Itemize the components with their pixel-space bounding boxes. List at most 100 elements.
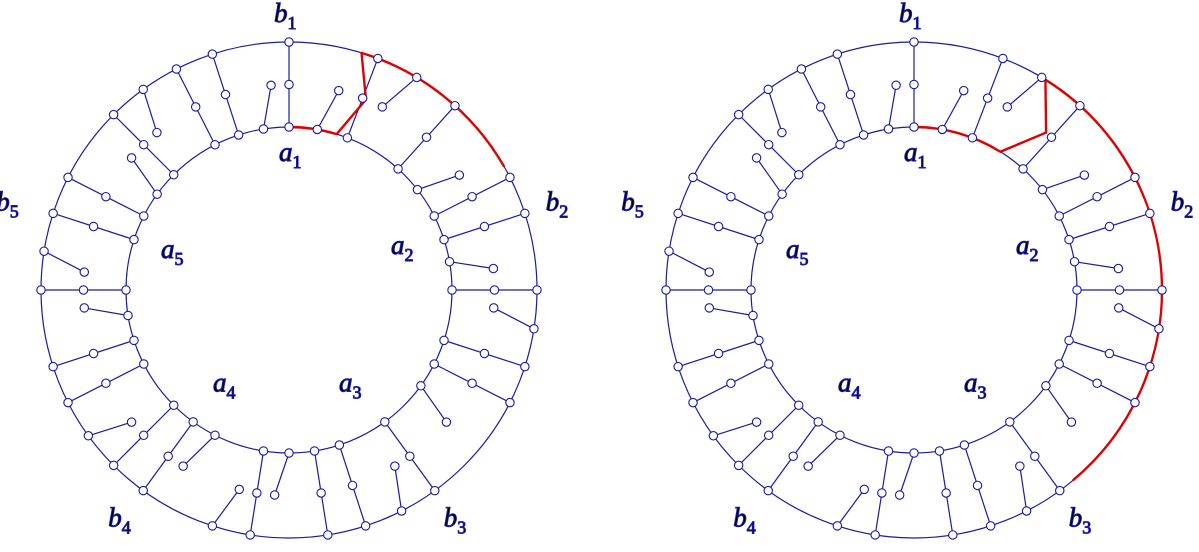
graph-vertex <box>796 64 807 74</box>
graph-vertex <box>859 484 870 495</box>
graph-vertex <box>777 189 787 199</box>
graph-vertex <box>79 303 90 313</box>
branch-edge <box>84 307 129 317</box>
branch-edge <box>668 250 710 273</box>
graph-vertex <box>441 417 452 427</box>
graph-vertex <box>488 263 499 274</box>
graph-vertex <box>207 49 218 59</box>
graph-vertex <box>664 246 674 256</box>
graph-vertex <box>891 80 901 91</box>
graph-vertex <box>532 285 542 295</box>
graph-vertex <box>168 400 179 411</box>
graph-vertex <box>126 417 137 427</box>
graph-vertex <box>411 72 422 83</box>
graph-vertex <box>832 521 843 531</box>
vertex-label-a1: a1 <box>904 137 927 172</box>
label-symbol: b <box>546 187 560 217</box>
graph-vertex <box>835 430 845 440</box>
branch-edge <box>1042 174 1085 191</box>
graph-vertex <box>764 359 774 369</box>
label-index: 4 <box>747 517 756 537</box>
graph-vertex <box>48 208 58 219</box>
graph-vertex <box>88 221 99 232</box>
graph-vertex <box>982 93 993 103</box>
graph-vertex <box>488 303 499 313</box>
graph-vertex <box>347 480 358 491</box>
graph-vertex <box>439 335 449 346</box>
graph-vertex <box>123 310 133 321</box>
graph-vertex <box>909 79 919 90</box>
graph-vertex <box>342 133 353 143</box>
graph-vertex <box>793 169 804 180</box>
label-symbol: a <box>161 234 175 264</box>
label-index: 4 <box>122 517 131 537</box>
label-symbol: b <box>108 502 122 532</box>
graph-vertex <box>479 221 490 232</box>
graph-vertex <box>505 397 515 408</box>
highlighted-path <box>912 78 1164 482</box>
label-symbol: b <box>444 502 458 532</box>
graph-vertex <box>138 430 149 441</box>
vertex-label-b1: b1 <box>899 0 922 33</box>
graph-vertex <box>967 133 978 143</box>
label-symbol: a <box>279 137 293 167</box>
graph-vertex <box>210 430 220 440</box>
graph-vertex <box>108 460 119 471</box>
graph-vertex <box>284 122 294 132</box>
graph-vertex <box>746 285 756 295</box>
graph-vertex <box>454 170 465 180</box>
graph-vertex <box>48 361 58 372</box>
label-index: 5 <box>174 249 183 269</box>
label-symbol: b <box>1069 502 1083 532</box>
branch-edge <box>836 489 865 527</box>
label-index: 1 <box>293 152 302 172</box>
graph-vertex <box>1015 461 1025 471</box>
graph-vertex <box>815 102 826 112</box>
graph-vertex <box>972 480 983 491</box>
graph-vertex <box>941 488 951 498</box>
graph-vertex <box>813 417 823 427</box>
vertex-label-b5: b5 <box>0 187 19 222</box>
branch-edge <box>941 90 965 130</box>
label-symbol: a <box>339 368 353 398</box>
vertex-label-a3: a3 <box>964 368 987 403</box>
label-index: 3 <box>978 383 987 403</box>
graph-vertex <box>101 191 111 202</box>
graph-vertex <box>704 267 715 277</box>
graph-vertex <box>1021 506 1032 516</box>
graph-vertex <box>529 324 539 334</box>
graph-vertex <box>1055 485 1065 496</box>
graph-vertex <box>233 130 244 140</box>
graph-vertex <box>1072 285 1082 295</box>
graph-vertex <box>36 285 46 295</box>
vertex-label-b3: b3 <box>444 502 467 537</box>
graph-vertex <box>877 488 887 498</box>
graph-vertex <box>1018 164 1028 174</box>
graph-vertex <box>754 234 764 245</box>
graph-vertex <box>373 53 383 64</box>
graph-vertex <box>883 124 894 134</box>
graph-vertex <box>1104 348 1115 359</box>
graph-vertex <box>688 172 698 183</box>
graph-vertex <box>688 397 698 408</box>
vertex-label-b5: b5 <box>621 187 644 222</box>
branch-edge <box>493 307 535 330</box>
branch-edge <box>182 434 216 467</box>
graph-vertex <box>447 285 457 295</box>
graph-vertex <box>284 448 294 458</box>
graph-vertex <box>661 285 671 295</box>
vertex-label-a5: a5 <box>161 234 184 269</box>
branch-edge <box>274 452 290 496</box>
graph-vertex <box>207 521 218 531</box>
graph-vertex <box>334 440 345 450</box>
graph-vertex <box>266 80 276 91</box>
vertex-label-b1: b1 <box>274 0 297 33</box>
graph-vertex <box>713 348 724 359</box>
branch-edge <box>43 250 85 273</box>
graph-vertex <box>323 530 333 540</box>
branch-edge <box>713 421 757 437</box>
graph-vertex <box>1079 170 1090 180</box>
graph-vertex <box>793 400 804 411</box>
graph-vertex <box>1054 211 1064 221</box>
graph-vertex <box>751 153 762 163</box>
